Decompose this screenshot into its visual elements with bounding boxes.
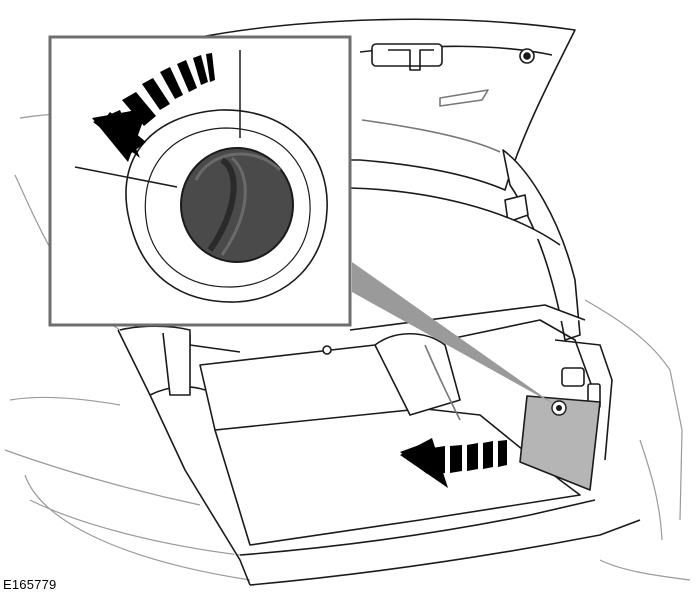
access-panel [519,395,601,491]
trunk-lid [194,18,581,341]
figure-reference-code: E165779 [3,577,57,592]
trunk-opening [117,187,641,586]
detail-inset [48,35,352,327]
callout-pointer [352,262,555,405]
curved-counterclockwise-arrow-icon [92,53,215,162]
straight-left-arrow-icon [400,438,507,488]
car-body-outline [4,111,691,581]
filler-cap-icon [180,147,294,263]
